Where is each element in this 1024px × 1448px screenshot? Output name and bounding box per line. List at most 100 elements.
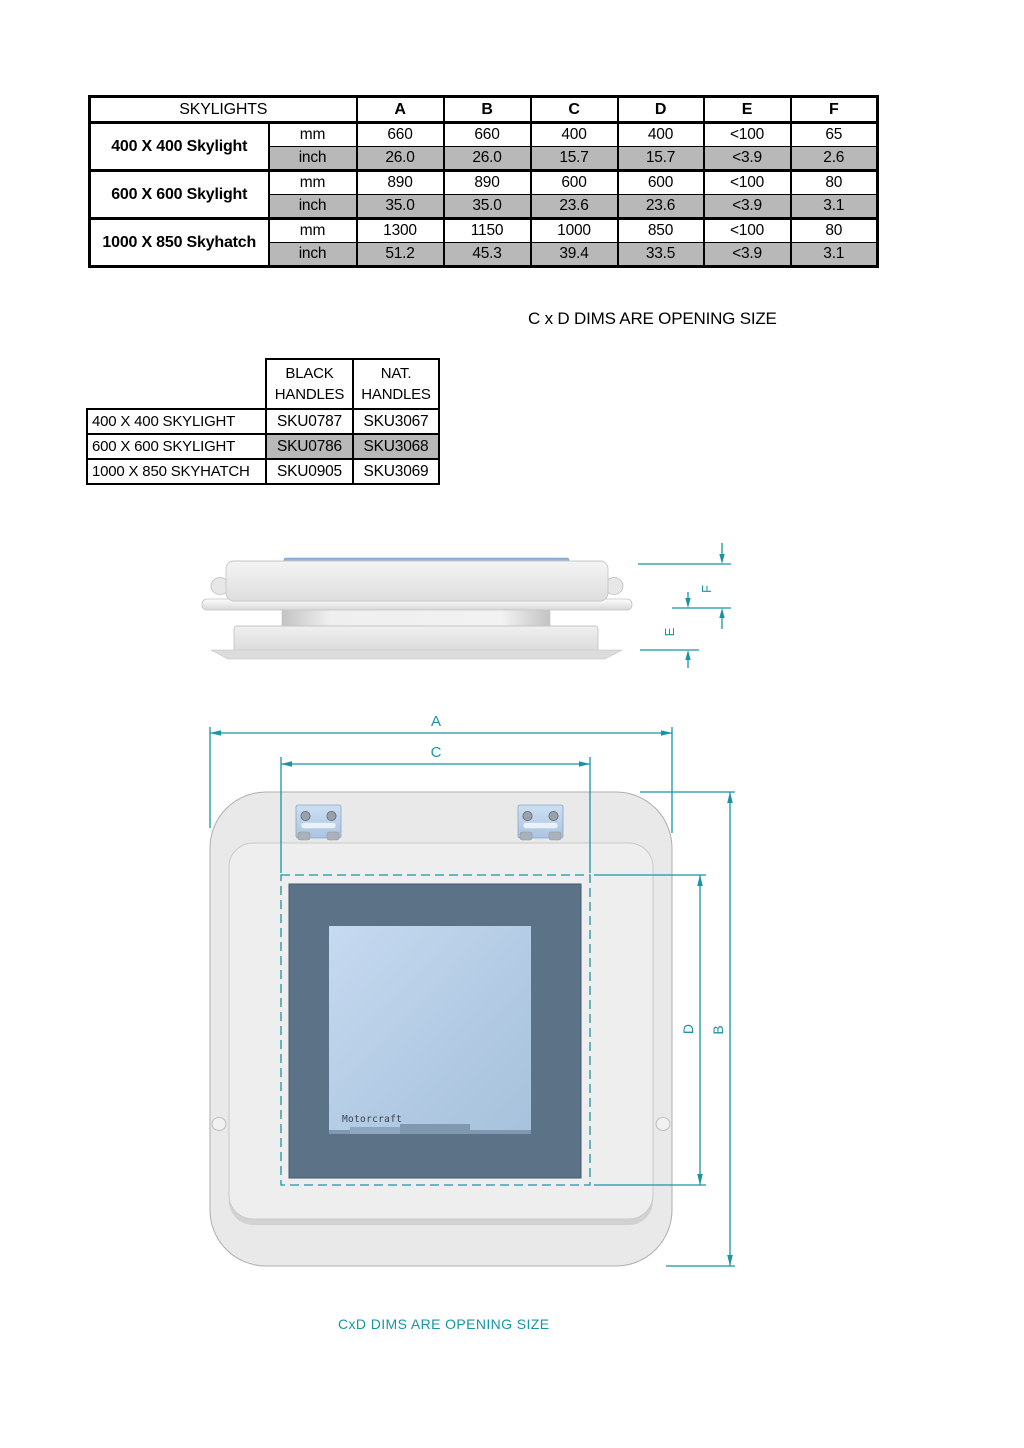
- table-row: 1000 X 850 SKYHATCH SKU0905 SKU3069: [86, 458, 440, 485]
- plan-right-pin: [655, 1117, 671, 1131]
- dims-header-row: SKYLIGHTS A B C D E F: [88, 95, 879, 124]
- table-row: 1000 X 850 Skyhatch mm 1300 1150 1000 85…: [88, 217, 879, 268]
- product-label: 400 X 400 Skylight: [88, 121, 270, 172]
- sku-col-line: BLACK: [285, 365, 334, 382]
- dims-cell: 26.0: [355, 146, 445, 172]
- dims-cell: 35.0: [442, 194, 532, 220]
- sku-header-row: BLACK HANDLES NAT. HANDLES: [87, 358, 440, 410]
- table-row: 400 X 400 SKYLIGHT SKU0787 SKU3067: [86, 408, 440, 435]
- sku-table: BLACK HANDLES NAT. HANDLES 400 X 400 SKY…: [86, 358, 440, 485]
- skylight-plan-body: Motorcraft: [209, 791, 673, 1267]
- dims-cell: 600: [616, 169, 705, 195]
- unit-cell: mm: [267, 121, 358, 147]
- sku-col-line: HANDLES: [361, 386, 431, 403]
- plan-dimension-lines: A C B D: [209, 713, 735, 1267]
- unit-cell: inch: [267, 146, 358, 172]
- dims-cell: 1300: [355, 217, 445, 243]
- plan-view-drawing: Motorcraft: [209, 713, 735, 1267]
- dims-cell: 600: [529, 169, 619, 195]
- arrow-up-icon: [697, 875, 703, 886]
- table-row: 400 X 400 Skylight mm 660 660 400 400 <1…: [88, 121, 879, 172]
- opening-dashed-outline: [280, 874, 591, 1186]
- dims-cell: 400: [616, 121, 705, 147]
- arrow-down-icon: [685, 598, 691, 608]
- dims-cell: 23.6: [529, 194, 619, 220]
- dims-cell: <3.9: [702, 242, 792, 268]
- dim-label-d: D: [680, 1024, 696, 1034]
- dims-cell: 51.2: [355, 242, 445, 268]
- table-row: 600 X 600 SKYLIGHT SKU0786 SKU3068: [86, 433, 440, 460]
- dims-cell: 33.5: [616, 242, 705, 268]
- table-row: inch 35.0 35.0 23.6 23.6 <3.9 3.1: [90, 194, 879, 220]
- sku-col-black-handles: BLACK HANDLES: [265, 358, 354, 410]
- sku-cell: SKU0786: [265, 433, 354, 460]
- sku-cell: SKU0787: [265, 408, 354, 435]
- dims-cell: 3.1: [789, 194, 879, 220]
- dims-cell: 850: [616, 217, 705, 243]
- dims-col-c: C: [529, 95, 619, 124]
- hinge-icon: [295, 804, 342, 841]
- side-lid: [225, 560, 609, 602]
- dims-cell: 3.1: [789, 242, 879, 268]
- dims-cell: 35.0: [355, 194, 445, 220]
- plan-glass-pane: [329, 926, 531, 1134]
- dims-cell: 23.6: [616, 194, 705, 220]
- arrow-up-icon: [727, 792, 733, 803]
- arrow-down-icon: [719, 554, 725, 564]
- dims-col-d: D: [616, 95, 705, 124]
- sku-col-nat-handles: NAT. HANDLES: [352, 358, 440, 410]
- dims-cell: 890: [355, 169, 445, 195]
- dims-col-f: F: [789, 95, 879, 124]
- product-label: 600 X 600 Skylight: [88, 169, 270, 220]
- plan-left-pin: [211, 1117, 227, 1131]
- sku-col-line: HANDLES: [274, 386, 345, 403]
- arrow-right-icon: [579, 761, 590, 767]
- arrow-down-icon: [727, 1255, 733, 1266]
- product-label: 1000 X 850 Skyhatch: [88, 217, 270, 268]
- arrow-left-icon: [210, 730, 221, 736]
- unit-cell: mm: [267, 169, 358, 195]
- dim-label-e: E: [662, 627, 677, 636]
- dims-cell: <100: [702, 121, 792, 147]
- side-view-drawing: F E: [201, 543, 731, 668]
- table-row: inch 51.2 45.3 39.4 33.5 <3.9 3.1: [90, 242, 879, 268]
- unit-cell: inch: [267, 194, 358, 220]
- dims-cell: 65: [789, 121, 879, 147]
- dim-label-f: F: [699, 585, 714, 593]
- dims-cell: 15.7: [616, 146, 705, 172]
- dims-cell: 80: [789, 169, 879, 195]
- sku-product-label: 1000 X 850 SKYHATCH: [86, 458, 267, 485]
- dims-cell: 26.0: [442, 146, 532, 172]
- brand-logo: Motorcraft: [342, 1114, 402, 1125]
- unit-cell: inch: [267, 242, 358, 268]
- side-dimension-lines: F E: [638, 543, 731, 668]
- dims-cell: 660: [442, 121, 532, 147]
- dims-cell: 15.7: [529, 146, 619, 172]
- sku-product-label: 600 X 600 SKYLIGHT: [86, 433, 267, 460]
- side-base: [233, 625, 599, 653]
- glass-reflection: [350, 1127, 400, 1134]
- dims-cell: <100: [702, 217, 792, 243]
- dims-title-cell: SKYLIGHTS: [88, 95, 358, 124]
- dims-cell: 400: [529, 121, 619, 147]
- dims-cell: 2.6: [789, 146, 879, 172]
- dim-label-c: C: [431, 744, 442, 761]
- arrow-down-icon: [697, 1174, 703, 1185]
- sku-cell: SKU3068: [352, 433, 440, 460]
- arrow-up-icon: [719, 608, 725, 618]
- skylight-dimensions-table: SKYLIGHTS A B C D E F 400 X 400 Skylight…: [88, 95, 880, 268]
- sku-cell: SKU3067: [352, 408, 440, 435]
- dims-col-b: B: [442, 95, 532, 124]
- sku-product-label: 400 X 400 SKYLIGHT: [86, 408, 267, 435]
- dims-cell: <100: [702, 169, 792, 195]
- dims-cell: 1000: [529, 217, 619, 243]
- dims-cell: 80: [789, 217, 879, 243]
- hinge-icon: [517, 804, 564, 841]
- dims-cell: 1150: [442, 217, 532, 243]
- side-bottom-flange: [210, 649, 623, 660]
- dims-col-e: E: [702, 95, 792, 124]
- table-row: 600 X 600 Skylight mm 890 890 600 600 <1…: [88, 169, 879, 220]
- dims-cell: <3.9: [702, 194, 792, 220]
- sku-cell: SKU3069: [352, 458, 440, 485]
- dims-cell: <3.9: [702, 146, 792, 172]
